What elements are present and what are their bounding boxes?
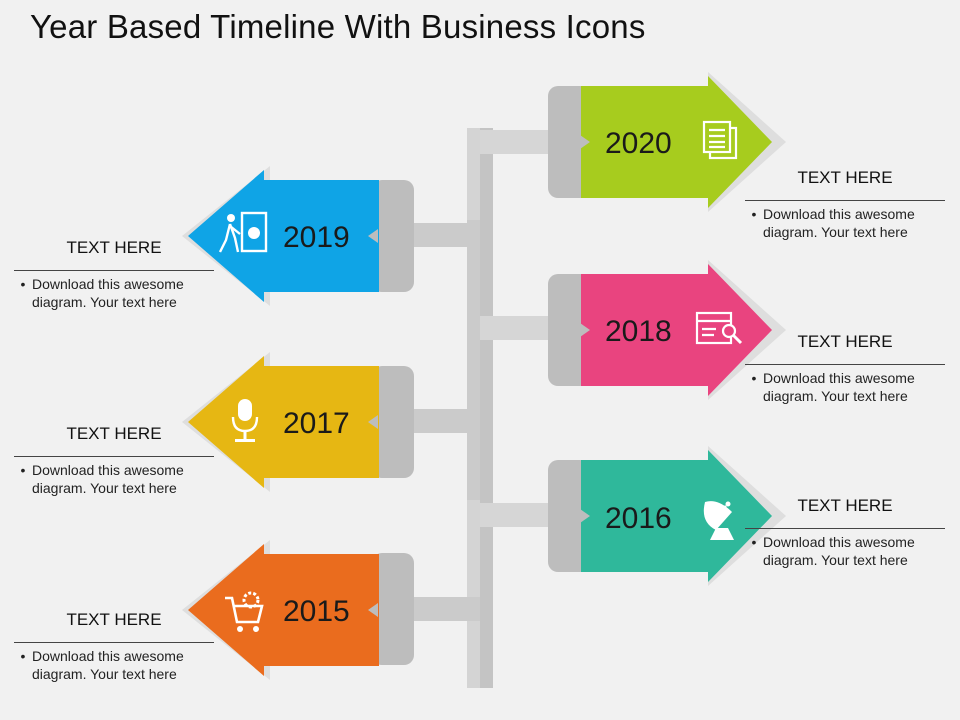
year-label-2019: 2019 (283, 221, 350, 254)
text-box-heading: TEXT HERE (14, 424, 214, 457)
text-box-body: Download this awesome diagram. Your text… (32, 276, 184, 310)
text-box-2019: TEXT HERE • Download this awesome diagram… (14, 238, 214, 311)
arrow-2017 (188, 356, 379, 488)
timeline-spine (467, 128, 493, 688)
arrow-2016 (581, 450, 772, 582)
year-label-2016: 2016 (605, 502, 672, 535)
text-box-heading: TEXT HERE (745, 332, 945, 365)
text-box-body: Download this awesome diagram. Your text… (763, 206, 915, 240)
arrow-2019 (188, 170, 379, 302)
page-title: Year Based Timeline With Business Icons (30, 8, 646, 45)
text-box-heading: TEXT HERE (14, 610, 214, 643)
text-box-body: Download this awesome diagram. Your text… (32, 462, 184, 496)
text-box-body: Download this awesome diagram. Your text… (763, 370, 915, 404)
bullet-icon: • (751, 370, 757, 386)
bullet-icon: • (20, 648, 26, 664)
text-box-2018: TEXT HERE • Download this awesome diagram… (745, 332, 945, 405)
text-box-body: Download this awesome diagram. Your text… (32, 648, 184, 682)
connectors (405, 130, 555, 621)
bullet-icon: • (20, 462, 26, 478)
shopping-cart-icon (225, 591, 264, 632)
text-box-2015: TEXT HERE • Download this awesome diagram… (14, 610, 214, 683)
bullet-icon: • (20, 276, 26, 292)
satellite-dish-icon (703, 501, 734, 540)
timeline-item-2015: 2015 (182, 540, 414, 680)
arrow-2015 (188, 544, 379, 676)
documents-icon (702, 120, 738, 160)
year-label-2015: 2015 (283, 595, 350, 628)
text-box-heading: TEXT HERE (745, 496, 945, 529)
text-box-2016: TEXT HERE • Download this awesome diagram… (745, 496, 945, 569)
text-box-2020: TEXT HERE • Download this awesome diagram… (745, 168, 945, 241)
bullet-icon: • (751, 534, 757, 550)
presentation-board-icon (218, 211, 268, 253)
year-label-2017: 2017 (283, 407, 350, 440)
text-box-heading: TEXT HERE (14, 238, 214, 271)
timeline-item-2020: 2020 (548, 72, 786, 212)
text-box-heading: TEXT HERE (745, 168, 945, 201)
arrow-2018 (581, 264, 772, 396)
bullet-icon: • (751, 206, 757, 222)
microphone-icon (231, 399, 259, 442)
browser-search-icon (695, 311, 743, 345)
arrow-2020 (581, 76, 772, 208)
timeline-item-2016: 2016 (548, 446, 786, 586)
timeline-item-2019: 2019 (182, 166, 414, 306)
year-label-2020: 2020 (605, 127, 672, 160)
timeline-item-2018: 2018 (548, 260, 786, 400)
year-label-2018: 2018 (605, 315, 672, 348)
timeline-item-2017: 2017 (182, 352, 414, 492)
text-box-2017: TEXT HERE • Download this awesome diagram… (14, 424, 214, 497)
text-box-body: Download this awesome diagram. Your text… (763, 534, 915, 568)
